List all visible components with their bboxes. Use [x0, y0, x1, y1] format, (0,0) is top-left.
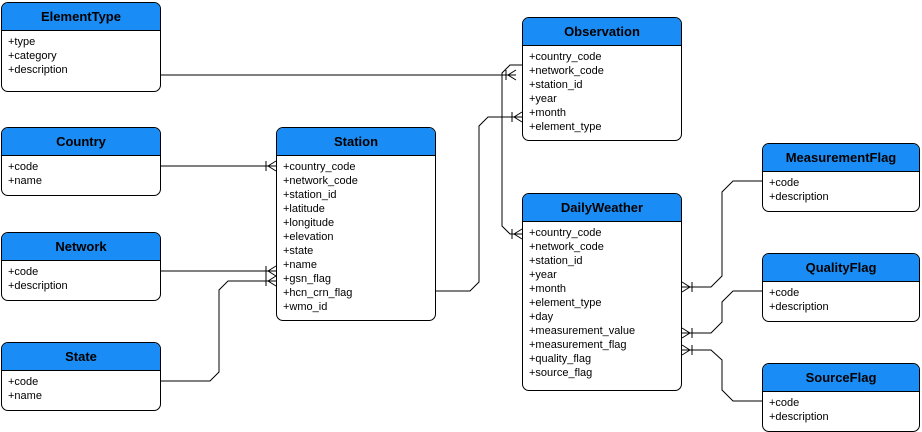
attribute: +network_code: [529, 65, 604, 77]
entity-title: DailyWeather: [523, 194, 681, 222]
entity-title: Observation: [523, 18, 681, 46]
attribute: +element_type: [529, 297, 602, 309]
entity-title: Network: [2, 233, 160, 261]
crows-foot-marker: [265, 275, 277, 287]
attribute: +network_code: [283, 175, 358, 187]
attribute: +category: [8, 50, 57, 62]
attribute: +station_id: [529, 255, 583, 267]
attribute-list: +code +name: [2, 156, 160, 188]
relationship-line: [501, 64, 522, 235]
attribute: +year: [529, 269, 557, 281]
entity-title: MeasurementFlag: [763, 144, 919, 172]
attribute-list: +code +description: [763, 392, 919, 424]
attribute-list: +country_code +network_code +station_id +la…: [277, 156, 435, 314]
attribute: +state: [283, 245, 314, 257]
attribute: +description: [8, 280, 68, 292]
entity-title: QualityFlag: [763, 254, 919, 282]
relationship-line: [161, 280, 276, 382]
attribute: +measurement_flag: [529, 339, 627, 351]
crows-foot-marker: [681, 281, 693, 293]
entity-title: State: [2, 343, 160, 371]
attribute: +month: [529, 283, 566, 295]
attribute: +longitude: [283, 217, 335, 229]
entity-measurement-flag: MeasurementFlag +code +description: [762, 143, 920, 212]
attribute: +source_flag: [529, 367, 593, 379]
attribute: +name: [8, 390, 42, 402]
attribute: +element_type: [529, 121, 602, 133]
entity-title: SourceFlag: [763, 364, 919, 392]
attribute: +station_id: [529, 79, 583, 91]
attribute: +station_id: [283, 189, 337, 201]
entity-title: ElementType: [2, 3, 160, 31]
entity-network: Network +code +description: [1, 232, 161, 301]
attribute-list: +code +description: [763, 172, 919, 204]
attribute: +code: [8, 161, 39, 173]
crows-foot-marker: [511, 228, 523, 240]
entity-title: Country: [2, 128, 160, 156]
attribute: +measurement_value: [529, 325, 636, 337]
attribute-list: +country_code +network_code +station_id +ye…: [523, 222, 681, 380]
crows-foot-marker: [681, 327, 693, 339]
relationship-line: [436, 116, 522, 292]
attribute: +description: [769, 301, 829, 313]
crows-foot-marker: [681, 344, 693, 356]
attribute: +code: [8, 266, 39, 278]
attribute: +description: [769, 411, 829, 423]
attribute: +year: [529, 93, 557, 105]
entity-title: Station: [277, 128, 435, 156]
attribute: +code: [769, 397, 800, 409]
attribute: +type: [8, 36, 36, 48]
attribute: +code: [769, 177, 800, 189]
attribute: +latitude: [283, 203, 325, 215]
attribute: +wmo_id: [283, 301, 328, 313]
entity-observation: Observation +country_code +network_code +s…: [522, 17, 682, 141]
attribute: +code: [8, 376, 39, 388]
relationship-line: [682, 180, 762, 288]
attribute-list: +code +name: [2, 371, 160, 403]
crows-foot-marker: [265, 265, 277, 277]
entity-daily-weather: DailyWeather +country_code+network_code+…: [522, 193, 682, 391]
attribute: +name: [8, 175, 42, 187]
entity-source-flag: SourceFlag +code +description: [762, 363, 920, 432]
entity-element-type: ElementType +type +category +description: [1, 2, 161, 92]
attribute: +gsn_flag: [283, 273, 332, 285]
attribute: +quality_flag: [529, 353, 592, 365]
attribute: +description: [8, 64, 68, 76]
entity-country: Country +code +name: [1, 127, 161, 196]
relationship-line: [682, 349, 762, 402]
entity-station: Station +country_code +network_code +stati…: [276, 127, 436, 321]
attribute: +description: [769, 191, 829, 203]
attribute: +country_code: [529, 227, 602, 239]
attribute: +country_code: [283, 161, 356, 173]
entity-quality-flag: QualityFlag +code +description: [762, 253, 920, 322]
attribute: +country_code: [529, 51, 602, 63]
attribute: +name: [283, 259, 317, 271]
crows-foot-marker: [511, 111, 523, 123]
attribute: +hcn_crn_flag: [283, 287, 353, 299]
relationship-line: [682, 290, 762, 334]
entity-state: State +code +name: [1, 342, 161, 411]
attribute-list: +type +category +description: [2, 31, 160, 77]
attribute-list: +code +description: [763, 282, 919, 314]
attribute-list: +code +description: [2, 261, 160, 293]
attribute: +month: [529, 107, 566, 119]
crows-foot-marker: [505, 69, 517, 81]
crows-foot-marker: [265, 160, 277, 172]
attribute: +day: [529, 311, 554, 323]
attribute: +elevation: [283, 231, 334, 243]
attribute: +code: [769, 287, 800, 299]
attribute-list: +country_code +network_code +station_id +ye…: [523, 46, 681, 134]
attribute: +network_code: [529, 241, 604, 253]
